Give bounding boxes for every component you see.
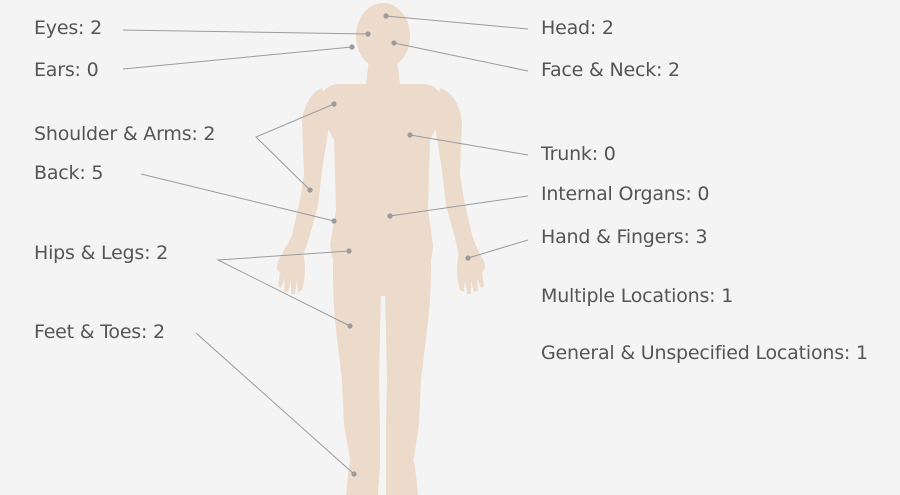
label-multiple-locations: Multiple Locations: 1 xyxy=(541,284,733,308)
label-back: Back: 5 xyxy=(34,161,103,185)
silhouette-left-foot xyxy=(346,462,380,495)
dot-hip xyxy=(346,248,351,253)
dot-ears xyxy=(349,44,354,49)
dot-feet xyxy=(351,471,356,476)
leader-line-feet-toes xyxy=(196,333,354,474)
silhouette-left-arm xyxy=(284,88,330,256)
label-trunk: Trunk: 0 xyxy=(541,142,616,166)
leader-line-ears xyxy=(123,47,352,69)
label-hand-fingers: Hand & Fingers: 3 xyxy=(541,225,707,249)
human-silhouette xyxy=(277,3,485,495)
dot-trunk xyxy=(407,132,412,137)
label-face-neck: Face & Neck: 2 xyxy=(541,58,680,82)
dot-back xyxy=(331,218,336,223)
dot-shoulder xyxy=(331,101,336,106)
silhouette-neck xyxy=(366,60,400,84)
silhouette-right-hand xyxy=(457,246,485,294)
label-ears: Ears: 0 xyxy=(34,58,99,82)
dot-hand xyxy=(465,255,470,260)
label-feet-toes: Feet & Toes: 2 xyxy=(34,320,165,344)
silhouette-head xyxy=(356,3,410,69)
dot-arm xyxy=(307,187,312,192)
silhouette-legs xyxy=(333,235,431,470)
label-shoulder-arms: Shoulder & Arms: 2 xyxy=(34,122,215,146)
dot-leg xyxy=(347,323,352,328)
silhouette-left-hand xyxy=(277,246,305,294)
dot-eyes xyxy=(365,31,370,36)
silhouette-right-arm xyxy=(434,88,478,256)
dot-face-neck xyxy=(391,40,396,45)
label-head: Head: 2 xyxy=(541,16,614,40)
label-general-unspecified: General & Unspecified Locations: 1 xyxy=(541,341,868,365)
label-eyes: Eyes: 2 xyxy=(34,16,102,40)
label-internal-organs: Internal Organs: 0 xyxy=(541,182,709,206)
dot-head xyxy=(383,13,388,18)
dot-internal-organs xyxy=(387,213,392,218)
leader-line-eyes xyxy=(123,30,368,34)
label-hips-legs: Hips & Legs: 2 xyxy=(34,241,168,265)
silhouette-right-foot xyxy=(386,462,418,495)
leader-line-face-neck xyxy=(394,43,528,71)
